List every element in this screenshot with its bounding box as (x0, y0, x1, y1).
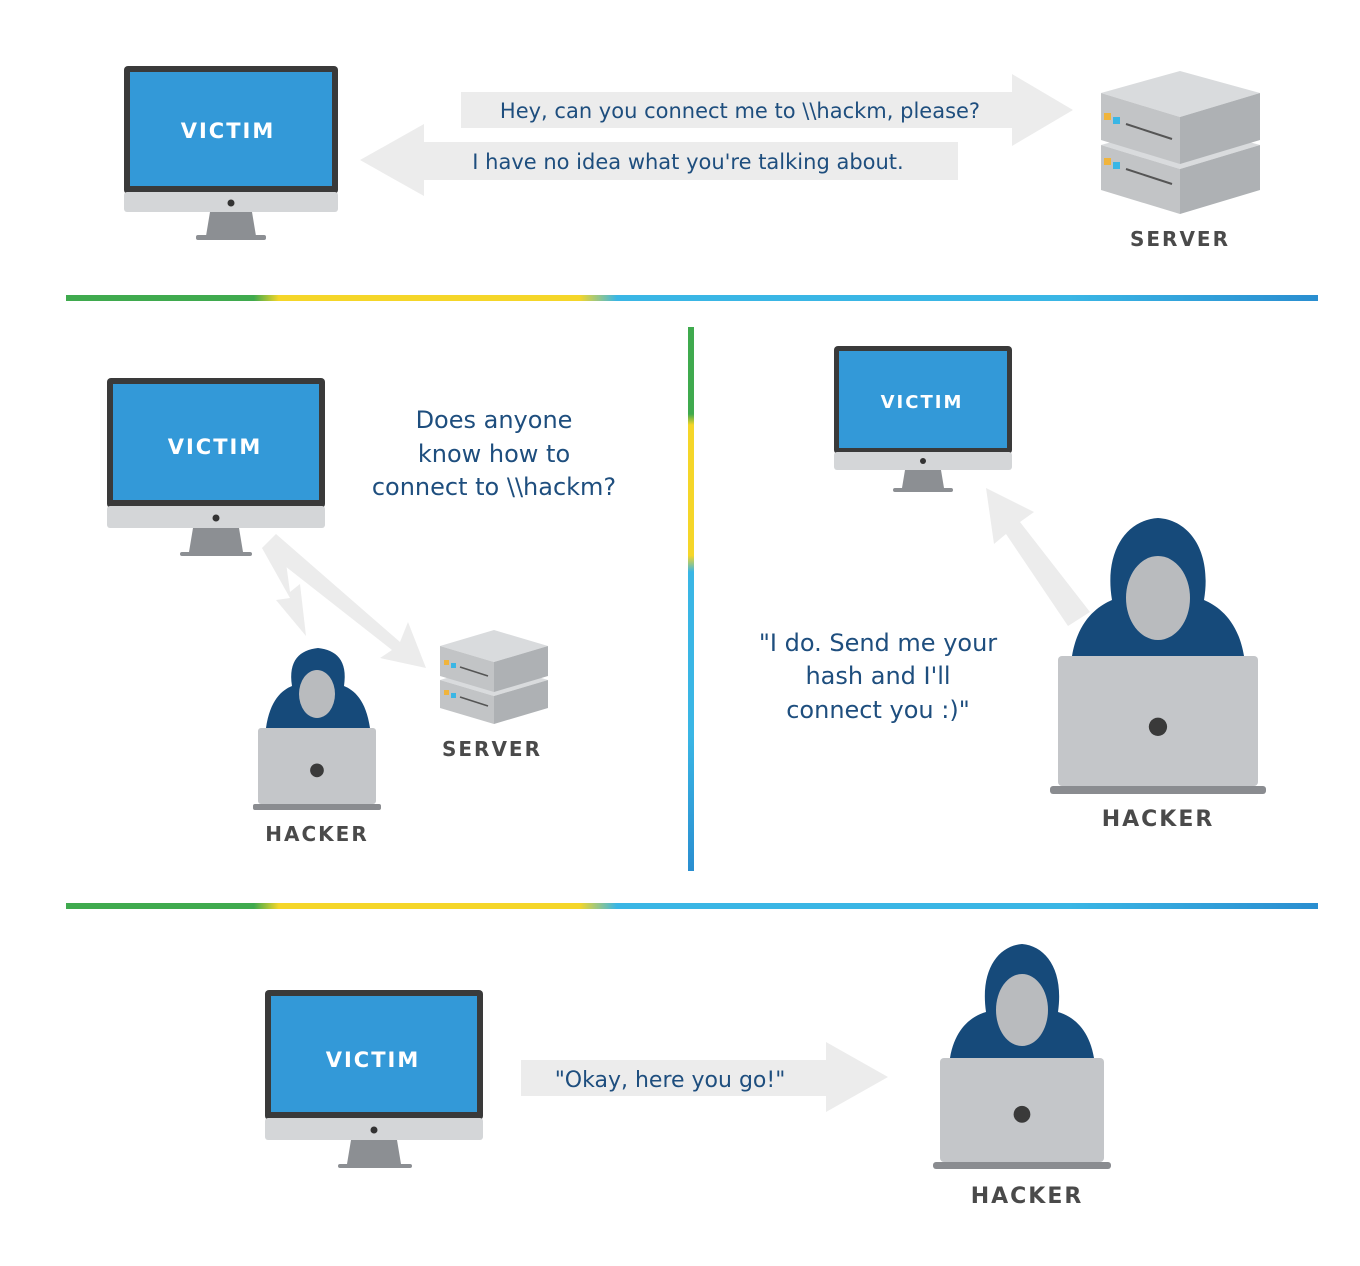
hacker-reply: "I do. Send me your hash and I'll connec… (759, 629, 997, 724)
poison-arrow (986, 488, 1090, 626)
question-line-2: know how to (418, 440, 570, 468)
victim-computer: VICTIM (265, 990, 483, 1168)
response-text: I have no idea what you're talking about… (472, 150, 903, 174)
panel-3: VICTIM "I do. Send me your hash and I'll… (759, 346, 1266, 832)
hash-arrow: "Okay, here you go!" (521, 1042, 888, 1112)
victim-computer: VICTIM (124, 66, 338, 240)
request-arrow: Hey, can you connect me to \\hackm, plea… (461, 74, 1073, 146)
reply-line-2: hash and I'll (805, 662, 950, 690)
panel-2: VICTIM Does anyone know how to connect t… (107, 378, 616, 846)
answer-text: "Okay, here you go!" (555, 1068, 786, 1093)
reply-line-3: connect you :)" (786, 696, 970, 724)
panel-4: VICTIM "Okay, here you go!" ● HACKER (265, 944, 1111, 1209)
response-arrow: I have no idea what you're talking about… (360, 124, 958, 196)
server-label: SERVER (442, 737, 542, 761)
panel-1: VICTIM Hey, can you connect me to \\hack… (124, 66, 1260, 251)
victim-label: VICTIM (168, 435, 263, 459)
divider-top (66, 295, 1318, 301)
apple-icon: ● (1012, 1101, 1031, 1126)
hacker-label: HACKER (1102, 807, 1215, 832)
victim-computer: VICTIM (834, 346, 1012, 492)
hacker-label: HACKER (265, 822, 368, 846)
server-label: SERVER (1130, 227, 1230, 251)
divider-bottom (66, 903, 1318, 909)
server-icon: SERVER (1101, 71, 1260, 251)
server-icon: SERVER (440, 630, 548, 761)
victim-label: VICTIM (881, 392, 964, 413)
broadcast-question: Does anyone know how to connect to \\hac… (372, 406, 616, 501)
victim-label: VICTIM (326, 1048, 421, 1072)
hacker-label: HACKER (971, 1184, 1084, 1209)
reply-line-1: "I do. Send me your (759, 629, 997, 657)
apple-icon: ● (309, 759, 325, 780)
hacker-figure: ● HACKER (1050, 518, 1266, 832)
hacker-figure: ● HACKER (933, 944, 1111, 1209)
victim-label: VICTIM (181, 119, 276, 143)
request-text: Hey, can you connect me to \\hackm, plea… (500, 99, 980, 123)
broadcast-arrows (262, 534, 426, 668)
divider-vertical (688, 327, 694, 871)
apple-icon: ● (1148, 711, 1169, 739)
question-line-3: connect to \\hackm? (372, 473, 616, 501)
victim-computer: VICTIM (107, 378, 325, 556)
hacker-figure: ● HACKER (253, 648, 381, 846)
question-line-1: Does anyone (416, 406, 573, 434)
